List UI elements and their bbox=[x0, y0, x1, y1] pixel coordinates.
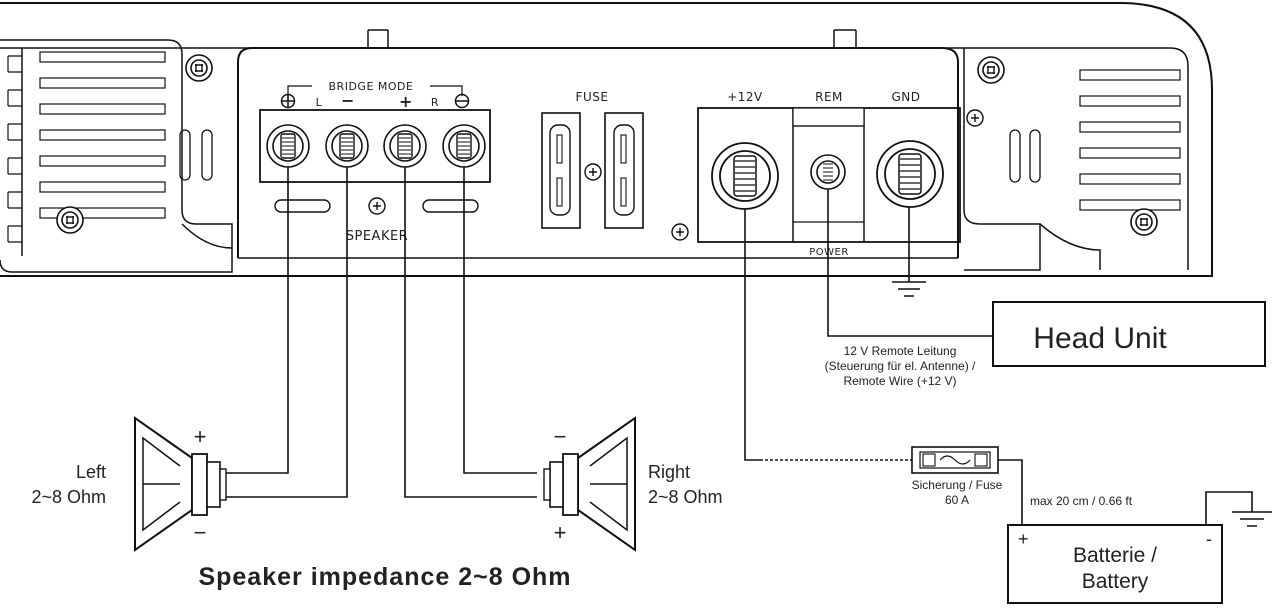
mounting-screw bbox=[966, 109, 984, 127]
amplifier: BRIDGE MODE L − + R SPEAKER bbox=[0, 2, 1213, 277]
speaker-label: SPEAKER bbox=[346, 229, 408, 244]
remote-wire-label-line3: Remote Wire (+12 V) bbox=[843, 374, 956, 388]
mounting-screw bbox=[185, 54, 213, 82]
inline-fuse-label-line1: Sicherung / Fuse bbox=[912, 478, 1003, 492]
plus12v-label: +12V bbox=[727, 90, 763, 104]
mounting-screw bbox=[56, 206, 84, 234]
inline-fuse-label: Sicherung / Fuse 60 A bbox=[912, 478, 1003, 507]
speaker-wires bbox=[226, 167, 537, 498]
remote-wire-label: 12 V Remote Leitung (Steuerung für el. A… bbox=[825, 344, 976, 388]
battery-label-line1: Batterie / bbox=[1073, 544, 1157, 567]
left-speaker-minus: − bbox=[194, 520, 207, 545]
plus12v-terminal bbox=[711, 142, 779, 210]
right-speaker-minus: − bbox=[554, 424, 567, 449]
mounting-screw bbox=[671, 223, 689, 241]
battery-label-line2: Battery bbox=[1082, 570, 1149, 593]
speaker-terminal bbox=[442, 124, 486, 168]
battery-ground-icon bbox=[1205, 491, 1272, 527]
right-speaker-name: Right bbox=[648, 462, 690, 482]
head-unit-label: Head Unit bbox=[1033, 322, 1167, 355]
bridge-mode-label: BRIDGE MODE bbox=[329, 80, 414, 93]
fuse-label: FUSE bbox=[576, 90, 609, 104]
plus-right-label: + bbox=[399, 92, 413, 111]
power-label: POWER bbox=[809, 247, 849, 258]
left-speaker-icon bbox=[134, 416, 227, 552]
remote-wire-label-line1: 12 V Remote Leitung bbox=[844, 344, 957, 358]
right-speaker-plus: + bbox=[554, 520, 567, 545]
right-speaker-icon bbox=[543, 416, 636, 552]
battery-plus-label: + bbox=[1018, 529, 1029, 549]
minus-left-label: − bbox=[341, 91, 355, 110]
terminal-plus-left-icon bbox=[280, 93, 296, 109]
caption: Speaker impedance 2~8 Ohm bbox=[198, 563, 571, 591]
speaker-terminal-block: BRIDGE MODE L − + R SPEAKER bbox=[259, 80, 491, 244]
power-terminal-block: +12V REM GND POWER bbox=[697, 90, 961, 258]
power-wire bbox=[744, 209, 1023, 525]
left-channel-label: L bbox=[316, 96, 323, 109]
mounting-screw bbox=[1130, 208, 1158, 236]
remote-wire bbox=[827, 189, 992, 337]
right-speaker-impedance: 2~8 Ohm bbox=[648, 487, 723, 507]
gnd-label: GND bbox=[891, 90, 920, 104]
battery: + - Batterie / Battery bbox=[1007, 524, 1223, 604]
fuse-block: FUSE bbox=[541, 90, 689, 241]
terminal-minus-right-icon bbox=[454, 93, 470, 109]
inline-fuse-label-line2: 60 A bbox=[945, 493, 969, 507]
battery-minus-label: - bbox=[1206, 529, 1212, 549]
right-heatsink bbox=[963, 48, 1181, 271]
left-speaker-impedance: 2~8 Ohm bbox=[31, 487, 106, 507]
left-heatsink bbox=[0, 39, 233, 273]
rem-label: REM bbox=[815, 90, 843, 104]
left-speaker-plus: + bbox=[194, 424, 207, 449]
mounting-screw bbox=[368, 197, 386, 215]
left-speaker-name: Left bbox=[76, 462, 106, 482]
right-channel-label: R bbox=[431, 96, 439, 109]
speaker-terminal bbox=[266, 124, 310, 168]
speaker-terminal bbox=[383, 124, 427, 168]
head-unit: Head Unit bbox=[992, 301, 1266, 367]
mounting-screw bbox=[584, 163, 602, 181]
inline-fuse-icon bbox=[911, 446, 999, 474]
remote-wire-label-line2: (Steuerung für el. Antenne) / bbox=[825, 359, 976, 373]
speaker-terminal bbox=[325, 124, 369, 168]
ground-terminal bbox=[876, 140, 944, 208]
ground-symbol-icon bbox=[892, 207, 926, 297]
remote-terminal bbox=[810, 154, 846, 190]
distance-label: max 20 cm / 0.66 ft bbox=[1030, 494, 1133, 508]
mounting-screw bbox=[977, 56, 1005, 84]
